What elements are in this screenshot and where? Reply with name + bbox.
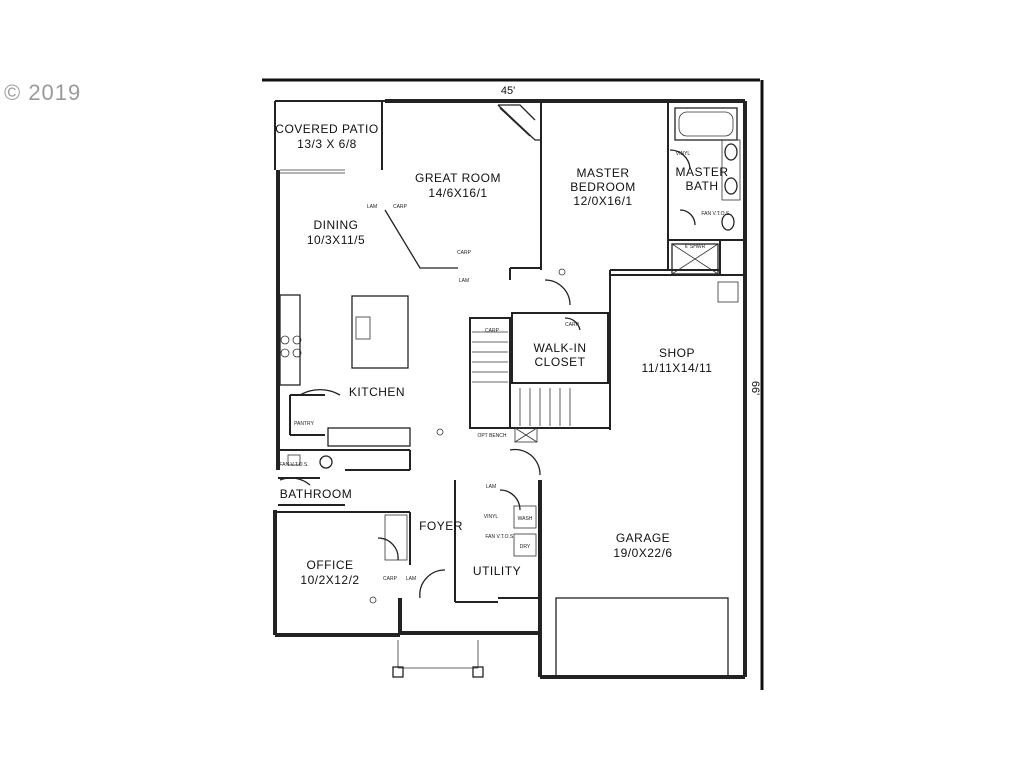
width-dimension-label: 45' [501,85,515,97]
pantry-label: PANTRY [294,421,314,427]
carp-note-closet: CARP [565,322,580,328]
washer-label: WASH [518,516,533,522]
shop-label: SHOP [659,346,695,360]
shop-size: 11/11X14/11 [642,361,713,375]
utility-label: UTILITY [473,564,521,578]
master-bedroom-label-1: MASTER [576,166,629,180]
walk-in-closet-label-2: CLOSET [534,355,585,369]
depth-dimension-label: 66' [749,381,761,395]
master-bath-label-1: MASTER [675,165,728,179]
lam-note-office: LAM [406,576,416,582]
lam-note-great-room: LAM [459,278,469,284]
garage-label: GARAGE [616,531,670,545]
stairs [472,331,571,443]
dryer-label: DRY [520,544,531,550]
kitchen-label: KITCHEN [349,385,405,399]
master-bath-fixtures: 6' SHWR [671,107,741,275]
vinyl-note-master-bath: VINYL [676,151,691,157]
office-size: 10/2X12/2 [300,573,359,587]
covered-patio-label: COVERED PATIO [275,122,378,136]
carp-note-stairs: CARP [485,328,500,334]
master-bedroom-size: 12/0X16/1 [573,194,632,208]
bathroom-fixtures [287,454,333,469]
carp-note-great-room: CARP [457,250,472,256]
great-room-label: GREAT ROOM [415,171,501,185]
laundry: WASH DRY [513,505,537,557]
width-dimension-line: 45' [262,78,760,97]
bathroom-label: BATHROOM [280,487,352,501]
foyer-label: FOYER [419,519,463,533]
porch-posts [392,640,484,678]
exterior-walls [273,99,747,679]
fan-note-bathroom: FAN V.T.O.S. [279,462,308,468]
office-label: OFFICE [307,558,354,572]
depth-dimension-line: 66' [749,80,764,690]
carp-note: CARP [393,204,408,210]
dining-size: 10/3X11/5 [307,233,365,247]
carp-note-office: CARP [383,576,398,582]
fan-note-utility: FAN V.T.O.S. [485,534,514,540]
floor-annotations: LAM CARP CARP LAM CARP CARP LAM VINYL FA… [279,151,730,582]
master-bath-label-2: BATH [685,179,718,193]
interior-walls [275,101,745,677]
garage-size: 19/0X22/6 [613,546,672,560]
detector-symbols [369,268,566,604]
copyright-text: © 2019 [4,80,82,105]
stove [280,335,302,358]
shower-label: 6' SHWR [685,244,706,250]
lam-note-utility: LAM [486,484,496,490]
covered-patio-size: 13/3 X 6/8 [297,137,357,151]
door-swings [279,149,696,599]
walk-in-closet-label-1: WALK-IN [533,341,586,355]
opt-bench-label: OPT BENCH [477,433,506,439]
dining-label: DINING [314,218,359,232]
fan-note-master-bath: FAN V.T.O.S. [701,211,730,217]
great-room-size: 14/6X16/1 [428,186,487,200]
room-labels: COVERED PATIO 13/3 X 6/8 GREAT ROOM 14/6… [275,122,728,587]
vinyl-note-utility: VINYL [484,514,499,520]
master-bedroom-label-2: BEDROOM [570,180,636,194]
lam-note: LAM [367,204,377,210]
